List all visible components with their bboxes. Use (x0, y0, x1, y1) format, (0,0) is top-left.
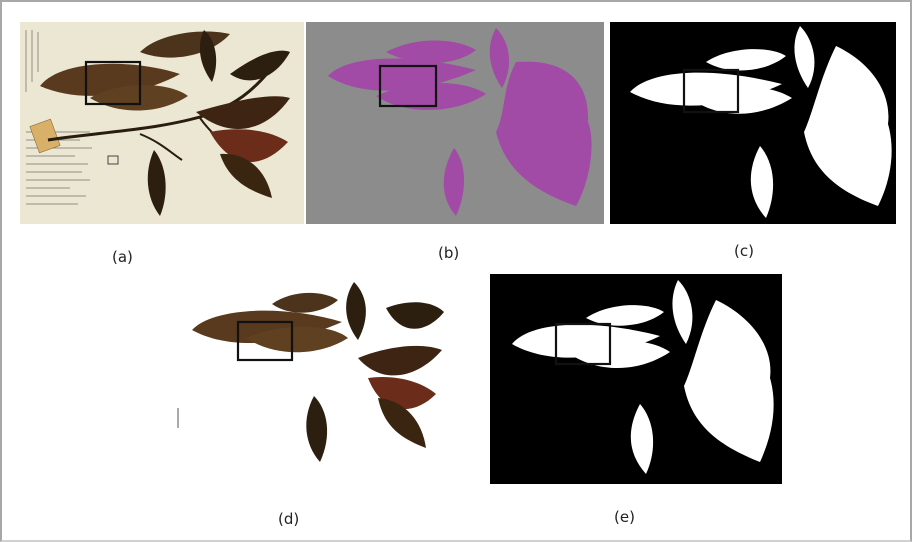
panel-e-svg (490, 274, 782, 484)
panel-b-segmentation (306, 22, 604, 224)
caption-a: (a) (112, 248, 133, 266)
caption-e: (e) (614, 508, 635, 526)
panel-d-extracted-leaves (172, 278, 448, 466)
panel-c-binary-mask (610, 22, 896, 224)
panel-a-herbarium-image (20, 22, 304, 224)
caption-b: (b) (438, 244, 459, 262)
panel-e-binary-mask (490, 274, 782, 484)
panel-c-svg (610, 22, 896, 224)
caption-c: (c) (734, 242, 754, 260)
panel-b-svg (306, 22, 604, 224)
panel-d-svg (172, 278, 448, 466)
panel-a-svg (20, 22, 304, 224)
caption-d: (d) (278, 510, 299, 528)
